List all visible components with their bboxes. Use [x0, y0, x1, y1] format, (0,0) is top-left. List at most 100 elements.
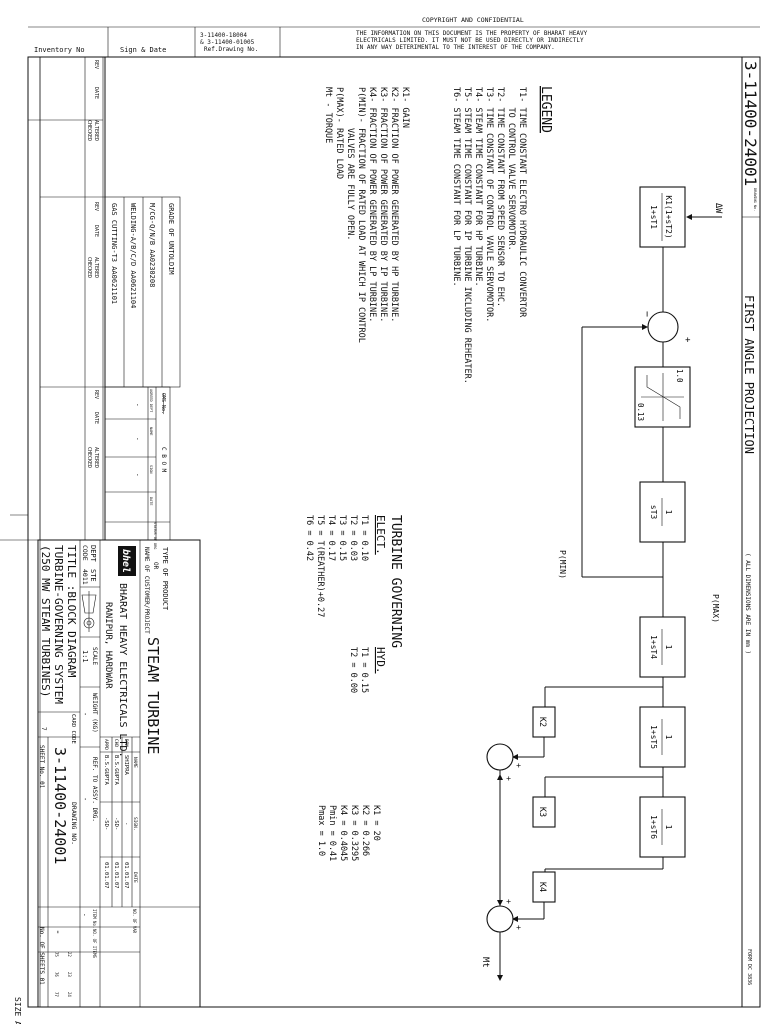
legend-line-4: T3- TIME CONSTANT OF CONTROL VAVLE SERVO… — [484, 87, 494, 322]
no-of-items: NO. OF ITEMS — [92, 929, 97, 958]
code-value: 4011 — [81, 569, 89, 585]
form-no: FORM DC 3836 — [746, 949, 752, 985]
title-line-1: TITLE :BLOCK DIAGRAM — [65, 545, 78, 678]
customer-label: NAME OF CUSTOMER/PROJECT — [143, 547, 150, 634]
ref-assy-value: - — [81, 797, 89, 801]
legend-line-1: T1- TIME CONSTANT ELECTRO HYDRAULIC CONV… — [517, 87, 527, 318]
sum3-plus-b: + — [504, 899, 513, 904]
sig-appd-date: 01.01.07 — [103, 862, 109, 889]
rev-1: REV — [93, 60, 99, 69]
legend-k-1: K1- GAIN — [400, 87, 410, 128]
cbom-agreed: AGREED DEPT — [149, 389, 153, 413]
cbom-title: C B O M — [160, 447, 167, 473]
drawing-suffix: - — [52, 929, 63, 935]
size-label: SIZE A3 — [13, 997, 22, 1024]
servomotor-den: sT3 — [649, 505, 658, 520]
cbom-dash-1: - — [134, 403, 141, 407]
sig-drn-role: DRN — [123, 739, 129, 747]
elect-4: T4 = 0.17 — [326, 515, 336, 561]
hp-den: 1+sT4 — [649, 635, 658, 659]
date-2: DATE — [93, 225, 99, 237]
summing-junction-3 — [486, 905, 514, 933]
title-block: STATUS OF DRG TYPE OF PRODUCT OR NAME OF… — [37, 522, 201, 1008]
k3-block — [532, 796, 556, 828]
cbom-dash-2: - — [134, 437, 141, 441]
lp-block — [639, 796, 686, 858]
ip-num: 1 — [664, 735, 673, 740]
block-diagram: ΔW K1(1+sT2) 1+sT1 + − 1.0 0.13 1 sT — [480, 186, 723, 981]
side-strip: DRAWING No. 3-11400-24001 FIRST ANGLE PR… — [741, 56, 760, 1007]
ip-den: 1+sT5 — [649, 725, 658, 749]
k3-label: K3 — [537, 807, 547, 817]
legend-line-7: T6- STEAM TIME CONSTANT FOR LP TURBINE. — [451, 87, 461, 287]
scale-value: 1:1 — [81, 650, 89, 663]
hp-num: 1 — [664, 645, 673, 650]
cbom-name: NAME — [149, 427, 153, 435]
checked-1: CHECKED — [86, 120, 92, 141]
k-5: Pmin = 0.41 — [327, 805, 337, 861]
limiter-high: 0.13 — [636, 403, 645, 421]
title-line-3: (250 MW STEAM TURBINES) — [39, 545, 52, 697]
sig-appd-role: APPD — [103, 739, 109, 750]
dept-label: DEPT — [89, 545, 97, 563]
output-label: Mt — [480, 957, 490, 968]
material-1: GRADE OF UNTOLDIM — [167, 203, 175, 275]
elect-1: T1 = 0.10 — [359, 515, 369, 561]
copyright-heading: COPYRIGHT AND CONFIDENTIAL — [422, 16, 524, 24]
k-3: K3 = 0.3295 — [349, 805, 359, 861]
k4-label: K4 — [537, 882, 547, 892]
limiter-low: 1.0 — [675, 369, 684, 383]
k-1: K1 = 20 — [371, 805, 381, 841]
sig-chd-sign: -SD- — [113, 817, 119, 830]
sum2-plus-a: + — [514, 763, 523, 768]
ref-assy-label: REF. TO ASSY. DRG. — [91, 757, 98, 822]
elect-6: T6 = 0.42 — [304, 515, 314, 561]
elect-2: T2 = 0.03 — [348, 515, 358, 561]
pmax-label: P(MAX) — [711, 594, 720, 623]
input-arrowhead — [686, 214, 692, 220]
k-2: K2 = 0.266 — [360, 805, 370, 856]
drawing-no: 3-11400-24001 — [51, 747, 69, 864]
material-3: WELDING-A/B/C/D AA0621104 — [129, 203, 137, 308]
ref-line-2: & 3-11400-01005 — [200, 39, 255, 46]
weight-value: - — [81, 712, 89, 716]
scale-label: SCALE — [91, 647, 98, 665]
converter-block — [639, 186, 686, 248]
dimensions-note: ( ALL DIMENSIONS ARE IN mm ) — [744, 553, 751, 654]
drawing-no-caption: DRAWING No. — [753, 188, 757, 211]
k4-arrowhead — [512, 916, 518, 922]
cbom-struck: OMS No. — [160, 393, 166, 414]
top-strip: Inventory No Sign & Date 3-11400-18004 &… — [28, 16, 760, 58]
converter-num: K1(1+sT2) — [664, 195, 673, 238]
elect-heading: ELECT. — [374, 515, 387, 555]
servomotor-block — [639, 481, 686, 543]
grid-76: 76 — [54, 972, 59, 977]
legend-k-7: P(MAX)- RATED LOAD — [334, 87, 344, 179]
ref-line-3: Ref.Drawing No. — [204, 46, 258, 53]
item-no: ITEM No. — [92, 909, 97, 928]
sig-appd-sign: -SD- — [103, 817, 109, 830]
servomotor-num: 1 — [664, 510, 673, 515]
no-of-sheets: No. OF SHEETS 01 — [38, 927, 45, 985]
sig-drn-name: SHIPRA — [123, 755, 129, 776]
legend: LEGEND T1- TIME CONSTANT ELECTRO HYDRAUL… — [323, 86, 553, 384]
sum3-plus-a: + — [514, 925, 523, 930]
lp-den: 1+sT6 — [649, 815, 658, 839]
cbom-sign: SIGN — [149, 465, 153, 473]
legend-title: LEGEND — [538, 86, 553, 133]
elect-3: T3 = 0.15 — [337, 515, 347, 561]
hyd-1: T1 = 0.15 — [359, 647, 369, 693]
sig-appd-name: B.S.GUPTA — [103, 755, 109, 785]
hp-block — [639, 616, 686, 678]
legend-k-4: K4- FRACTION OF POWER GENERATED BY LP TU… — [367, 87, 377, 322]
sig-drn-sign: - — [123, 822, 129, 825]
legend-k-5: P(MIN)- FRACTION OF RATED LOAD AT WHICH … — [356, 87, 366, 343]
card-code-label: CARD CODE — [70, 714, 76, 744]
sig-drn-date: 01.01.07 — [123, 862, 129, 889]
sheet-no: SHEET No. 01 — [38, 745, 45, 789]
k-4: K4 = 0.4045 — [338, 805, 348, 861]
rev-2: REV — [93, 202, 99, 211]
summing-junction-2 — [486, 743, 514, 771]
cbom-date: DATE — [149, 497, 153, 505]
